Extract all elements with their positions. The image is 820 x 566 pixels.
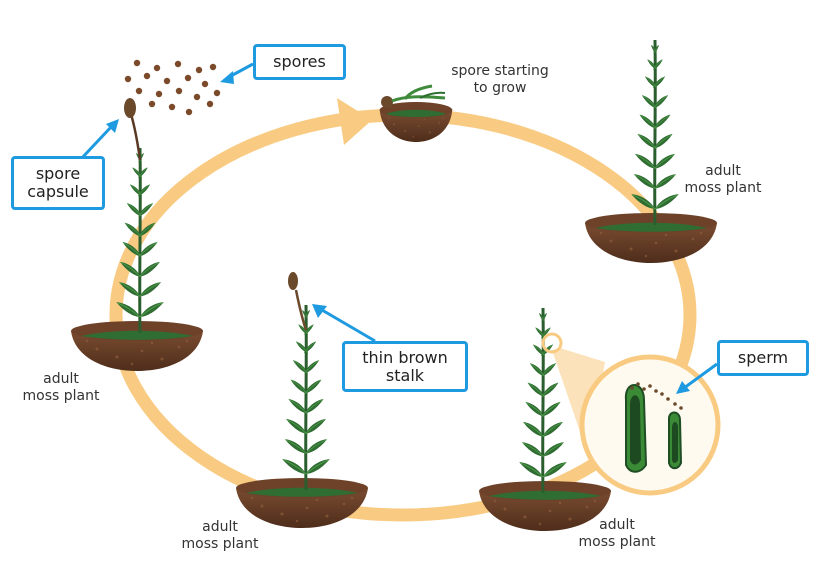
magnified-sperm-organs bbox=[624, 382, 683, 473]
spores-cloud bbox=[124, 59, 221, 116]
adult-moss-plant-with-sperm bbox=[479, 308, 611, 531]
adult-moss-plant-caption-bottom-right: adult moss plant bbox=[578, 517, 656, 550]
spore-germinating bbox=[379, 84, 453, 142]
sperm-label: sperm bbox=[717, 340, 809, 376]
spore-capsule-label: spore capsule bbox=[11, 156, 105, 210]
magnify-source-circle bbox=[541, 332, 563, 354]
adult-moss-plant-caption-left: adult moss plant bbox=[22, 371, 100, 404]
adult-moss-plant-caption-bottom-middle: adult moss plant bbox=[181, 519, 259, 552]
thin-brown-stalk-label: thin brown stalk bbox=[342, 341, 468, 392]
capsule-stalk bbox=[129, 113, 142, 161]
adult-moss-plant-caption-right: adult moss plant bbox=[684, 163, 762, 196]
callout-arrows bbox=[78, 62, 718, 394]
spore-starting-to-grow-caption: spore starting to grow bbox=[451, 63, 549, 96]
thin-brown-stalk bbox=[294, 289, 308, 331]
adult-moss-plant-with-capsule bbox=[71, 98, 203, 371]
spore-capsule bbox=[124, 98, 136, 118]
spores-label: spores bbox=[253, 44, 346, 80]
young-capsule bbox=[288, 272, 298, 290]
adult-moss-plant-right bbox=[585, 40, 717, 263]
cycle-arrowhead bbox=[337, 98, 372, 145]
adult-moss-plant-with-stalk bbox=[236, 272, 368, 528]
